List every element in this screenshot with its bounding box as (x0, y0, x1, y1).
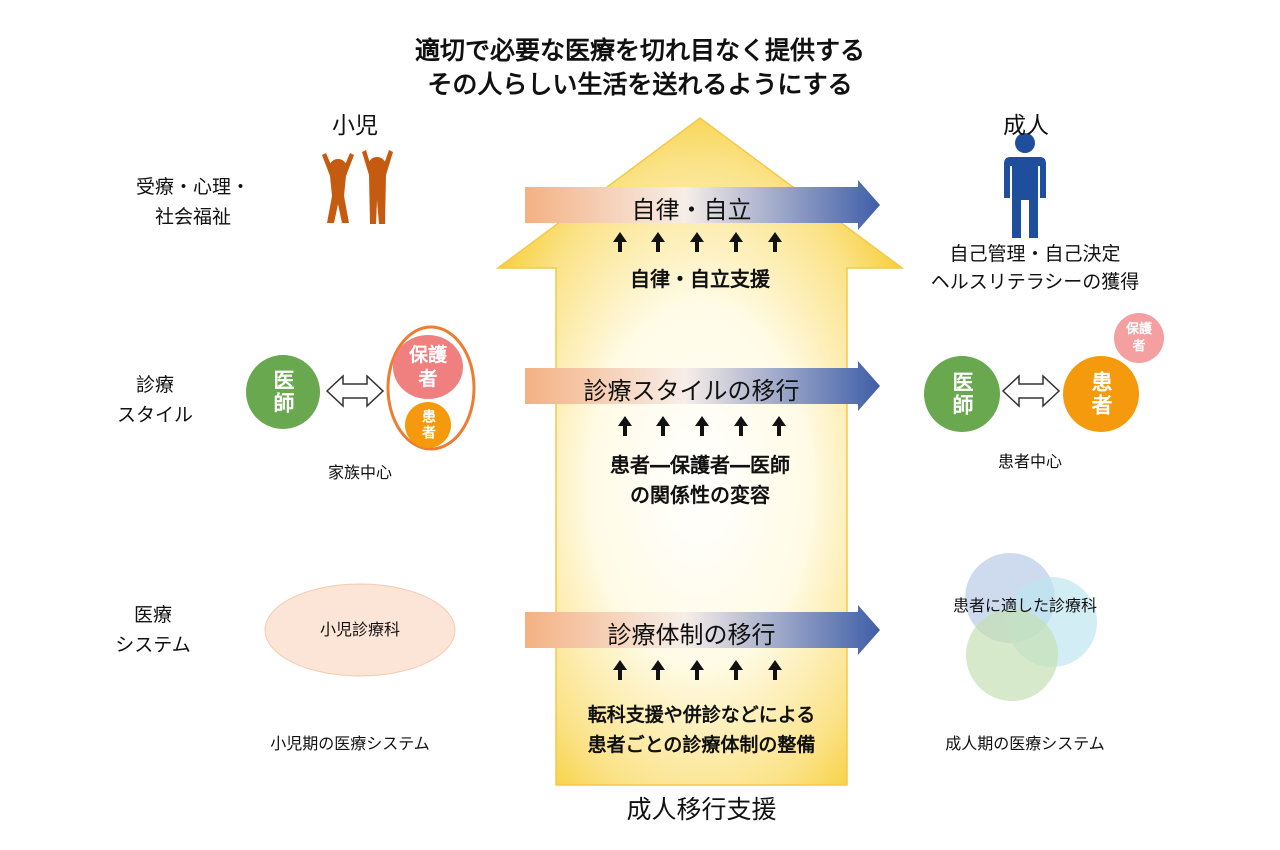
adult-dept-label: 患者に適した診療科 (952, 596, 1097, 615)
band-sub-system: 転科支援や併診などによる患者ごとの診療体制の整備 (587, 704, 816, 756)
children-figure-icon (322, 150, 393, 224)
pediatric-dept-shape (264, 583, 456, 677)
band-label-system: 診療体制の移行 (607, 621, 776, 649)
guardian-circle-adult: 保護者 (1114, 313, 1164, 363)
pediatric-system-caption: 小児期の医療システム (270, 734, 430, 753)
band-arrow-1 (525, 180, 880, 230)
band-arrow-3 (525, 605, 880, 655)
patient-circle-child: 患者 (405, 402, 451, 448)
pediatric-dept-label: 小児診療科 (319, 620, 400, 639)
column-head-child: 小児 (332, 113, 378, 139)
row-label-2: 診療スタイル (116, 374, 193, 426)
self-management-text: 自己管理・自己決定ヘルスリテラシーの獲得 (930, 243, 1140, 293)
band-sub-style: 患者―保護者―医師の関係性の変容 (610, 453, 790, 507)
row-label-3: 医療システム (115, 604, 191, 656)
venn-circle-green (966, 609, 1058, 701)
band-label-style: 診療スタイルの移行 (583, 377, 800, 405)
bottom-label: 成人移行支援 (626, 795, 777, 824)
row-label-1: 受療・心理・社会福祉 (135, 176, 250, 228)
band-sub-autonomy: 自律・自立支援 (630, 267, 770, 291)
title-line-2: その人らしい生活を送れるようにする (427, 70, 853, 99)
guardian-circle-child: 保護者 (393, 335, 463, 399)
family-outline (386, 325, 476, 451)
title-line-1: 適切で必要な医療を切れ目なく提供する (414, 36, 865, 65)
patient-centered-caption: 患者中心 (997, 452, 1062, 471)
doctor-circle-adult: 医師 (924, 356, 1000, 432)
up-arrows-row-3 (613, 660, 782, 680)
column-head-adult: 成人 (1003, 113, 1049, 139)
patient-circle-adult: 患者 (1063, 356, 1139, 432)
up-arrows-row-2 (618, 416, 786, 436)
band-arrow-2 (525, 361, 880, 411)
adult-system-caption: 成人期の医療システム (945, 734, 1105, 753)
doctor-circle-child: 医師 (246, 355, 320, 429)
adult-figure-icon (1004, 133, 1046, 238)
family-centered-caption: 家族中心 (327, 463, 392, 482)
band-label-autonomy: 自律・自立 (631, 196, 752, 224)
double-arrow-icon-child (325, 374, 385, 408)
double-arrow-icon-adult (1001, 374, 1061, 408)
up-arrows-row-1 (613, 232, 782, 252)
